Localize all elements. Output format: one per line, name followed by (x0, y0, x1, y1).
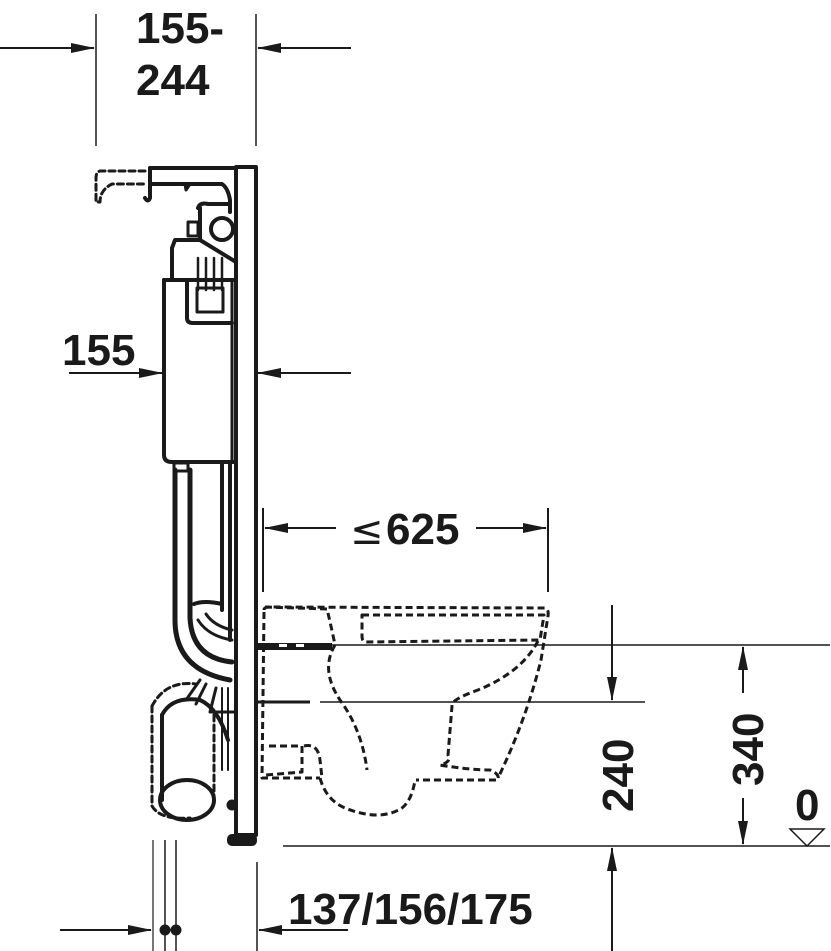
installation-frame (94, 165, 258, 846)
cistern-depth-label: 155 (62, 326, 135, 375)
floor-level-label: 0 (795, 781, 819, 830)
wall-offset-dimension (60, 840, 348, 951)
frame-depth-label-line2: 244 (136, 56, 210, 105)
frame-depth-dimension (0, 14, 351, 146)
frame-depth-label-line1: 155- (136, 4, 224, 53)
wall-offset-label: 137/156/175 (288, 885, 533, 934)
toilet-bowl-outline (260, 605, 550, 817)
floor-level-triangle-icon (788, 828, 826, 848)
seat-fixing (256, 643, 332, 650)
reference-lines (256, 644, 830, 847)
outlet-height-label: 240 (594, 739, 643, 812)
bowl-projection-label: 625 (386, 505, 459, 554)
seat-height-label: 340 (724, 713, 773, 786)
bowl-projection-prefix: ≤ (350, 508, 384, 554)
bowl-projection-dimension (262, 508, 549, 592)
